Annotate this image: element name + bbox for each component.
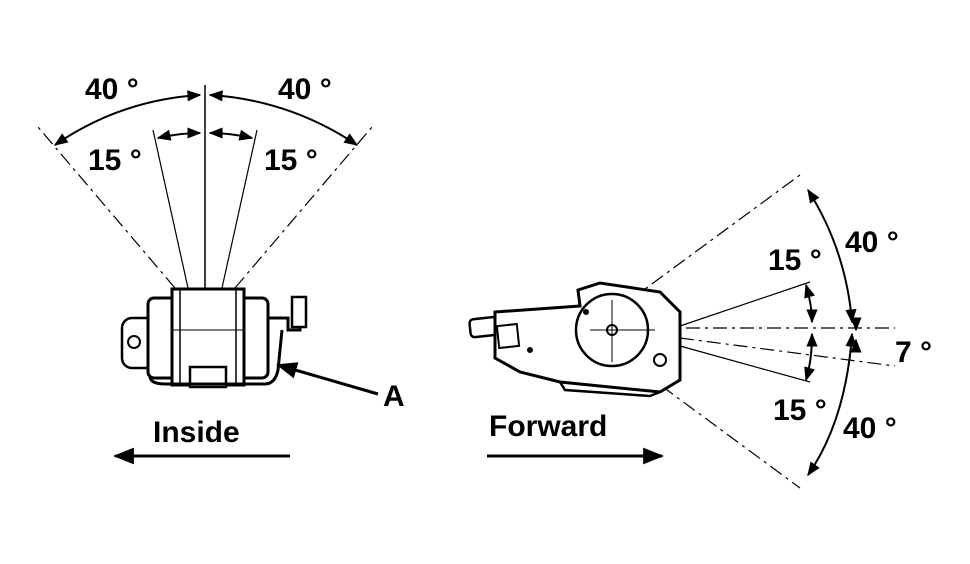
right-retractor [468,281,682,398]
right-angle-40-lower: 40 ° [843,412,897,445]
right-angle-40-upper: 40 ° [845,226,899,259]
left-view [37,85,379,465]
left-40-line-right [234,126,373,289]
right-angle-15-upper: 15 ° [768,244,822,277]
right-40-arc-lower [807,332,857,477]
right-15-arc-lower [804,332,818,382]
left-angle-15-left: 15 ° [88,144,142,177]
inside-label: Inside [153,416,240,449]
left-angle-40-right: 40 ° [278,73,332,106]
right-angle-7: 7 ° [895,336,932,369]
left-15-line-right [221,129,258,289]
right-15-arc-upper [804,283,818,324]
left-15-line-left [152,129,189,289]
left-40-arc-right [208,90,359,146]
right-angle-15-lower: 15 ° [773,394,827,427]
right-15-line-lower [679,345,811,383]
left-40-line-left [37,126,176,289]
left-angle-15-right: 15 ° [264,144,318,177]
callout-a-leader [275,362,379,396]
left-15-arc-right [208,127,254,141]
right-7-line [679,337,896,367]
callout-a-label: A [383,380,405,413]
right-view [468,174,896,489]
right-15-line-upper [679,281,811,327]
left-retractor [120,287,308,389]
left-40-arc-left [53,90,202,146]
left-angle-40-left: 40 ° [85,73,139,106]
right-40-line-upper [629,174,801,301]
forward-label: Forward [489,410,607,443]
left-15-arc-left [156,127,202,141]
right-40-arc-upper [807,188,857,324]
